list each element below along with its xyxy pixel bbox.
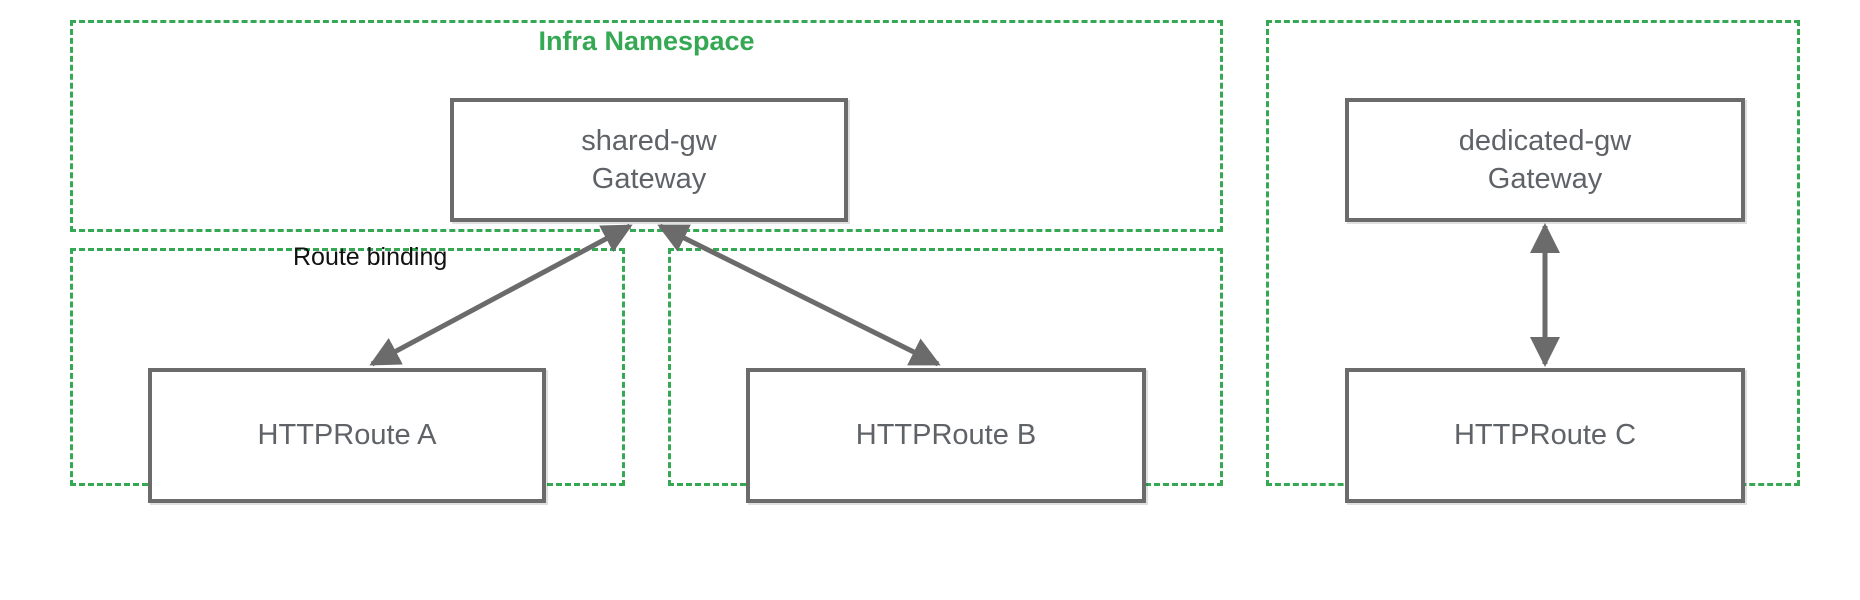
node-shared-gw-gateway-label: shared-gw Gateway	[581, 124, 717, 195]
node-dedicated-gw-gateway[interactable]: dedicated-gw Gateway	[1345, 98, 1745, 222]
node-httproute-c-label: HTTPRoute C	[1453, 419, 1637, 452]
edge-label-route-binding: Route binding	[293, 243, 448, 271]
node-httproute-a[interactable]: HTTPRoute A	[148, 368, 546, 503]
node-httproute-b-label: HTTPRoute B	[855, 419, 1037, 452]
namespace-box-infra	[70, 20, 1223, 232]
node-httproute-b[interactable]: HTTPRoute B	[746, 368, 1146, 503]
node-dedicated-gw-gateway-label: dedicated-gw Gateway	[1458, 124, 1632, 195]
namespace-title-infra: Infra Namespace	[538, 26, 755, 56]
node-httproute-c[interactable]: HTTPRoute C	[1345, 368, 1745, 503]
node-shared-gw-gateway[interactable]: shared-gw Gateway	[450, 98, 848, 222]
node-httproute-a-label: HTTPRoute A	[257, 419, 437, 452]
